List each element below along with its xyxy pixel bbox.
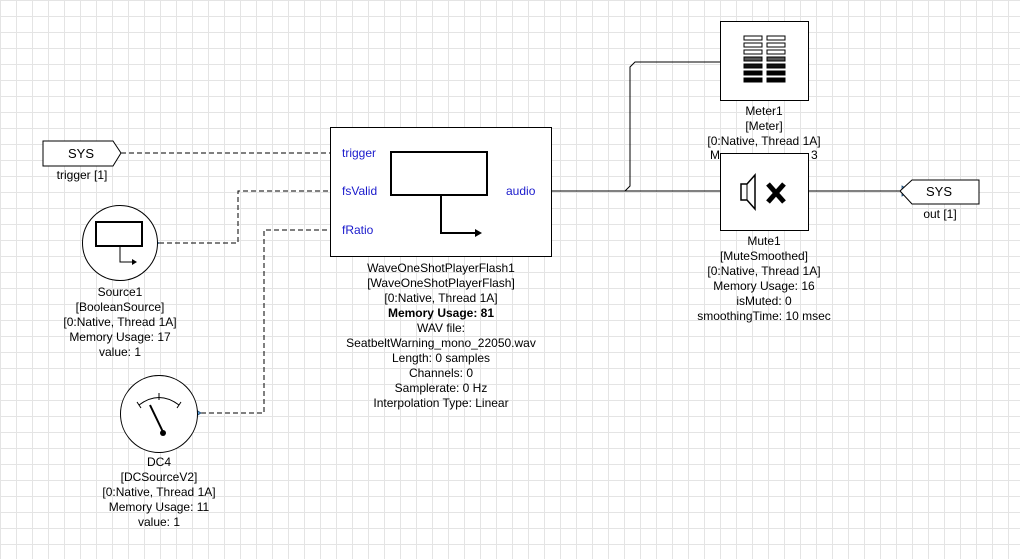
source1-class: [BooleanSource] <box>75 300 165 314</box>
mute1-module[interactable] <box>720 153 809 231</box>
dc4-module[interactable] <box>120 375 198 453</box>
dc4-caption: DC4 [DCSourceV2] [0:Native, Thread 1A] M… <box>102 455 215 530</box>
meter1-memory-fragment-right: 3 <box>811 148 818 162</box>
sys-out-shape <box>899 179 980 205</box>
meter1-caption: Meter1 [Meter] [0:Native, Thread 1A] <box>707 104 820 149</box>
pin-label-trigger: trigger <box>342 146 377 160</box>
source1-thread: [0:Native, Thread 1A] <box>63 315 177 329</box>
mute1-smoothing: smoothingTime: 10 msec <box>697 309 831 323</box>
mute1-class: [MuteSmoothed] <box>719 249 809 263</box>
player-module[interactable] <box>330 127 552 257</box>
speaker-mute-icon <box>740 173 786 211</box>
player-caption: WaveOneShotPlayerFlash1 [WaveOneShotPlay… <box>346 261 536 411</box>
dial-gauge-icon <box>136 393 182 436</box>
player-memory: Memory Usage: 81 <box>387 306 495 320</box>
one-shot-player-icon <box>390 151 488 237</box>
meter1-name: Meter1 <box>745 104 783 118</box>
sys-out-label: SYS <box>926 184 953 199</box>
pin-label-audio: audio <box>506 184 536 198</box>
dc4-thread: [0:Native, Thread 1A] <box>102 485 216 499</box>
player-channels: Channels: 0 <box>408 366 474 380</box>
source1-module[interactable] <box>82 205 158 281</box>
player-class: [WaveOneShotPlayerFlash] <box>367 276 515 290</box>
dc4-value: value: 1 <box>137 515 181 529</box>
meter1-thread: [0:Native, Thread 1A] <box>707 134 821 148</box>
wire-dc4-to-fratio <box>201 229 331 414</box>
level-meter-icon <box>743 35 786 83</box>
mute1-memory: Memory Usage: 16 <box>713 279 815 293</box>
player-thread: [0:Native, Thread 1A] <box>384 291 498 305</box>
meter1-module[interactable] <box>720 21 809 101</box>
source1-name: Source1 <box>97 285 143 299</box>
mute1-name: Mute1 <box>747 234 781 248</box>
player-samplerate: Samplerate: 0 Hz <box>394 381 488 395</box>
pin-label-fsvalid: fsValid <box>342 184 378 198</box>
sys-out-caption: out [1] <box>923 207 957 221</box>
sys-in-caption: trigger [1] <box>56 168 108 182</box>
pin-label-fratio: fRatio <box>342 223 374 237</box>
source1-caption: Source1 [BooleanSource] [0:Native, Threa… <box>63 285 176 360</box>
player-wav-label: WAV file: <box>416 321 465 335</box>
dc4-class: [DCSourceV2] <box>120 470 198 484</box>
player-length: Length: 0 samples <box>391 351 491 365</box>
wire-audio-to-meter <box>551 61 720 192</box>
source1-memory: Memory Usage: 17 <box>69 330 171 344</box>
sys-in-label: SYS <box>68 146 95 161</box>
mute1-thread: [0:Native, Thread 1A] <box>707 264 821 278</box>
meter1-memory-fragment-left: M <box>710 148 720 162</box>
mute1-ismuted: isMuted: 0 <box>736 294 792 308</box>
dc4-name: DC4 <box>146 455 171 469</box>
player-name: WaveOneShotPlayerFlash1 <box>367 261 515 275</box>
sys-in-shape <box>42 140 122 167</box>
player-interpolation: Interpolation Type: Linear <box>373 396 509 410</box>
player-wav-file: SeatbeltWarning_mono_22050.wav <box>346 336 536 350</box>
dc4-memory: Memory Usage: 11 <box>108 500 210 514</box>
source1-value: value: 1 <box>98 345 142 359</box>
boolean-source-icon <box>95 221 143 265</box>
mute1-caption: Mute1 [MuteSmoothed] [0:Native, Thread 1… <box>697 234 831 324</box>
meter1-class: [Meter] <box>745 119 783 133</box>
wire-source1-to-fsvalid <box>159 190 331 244</box>
